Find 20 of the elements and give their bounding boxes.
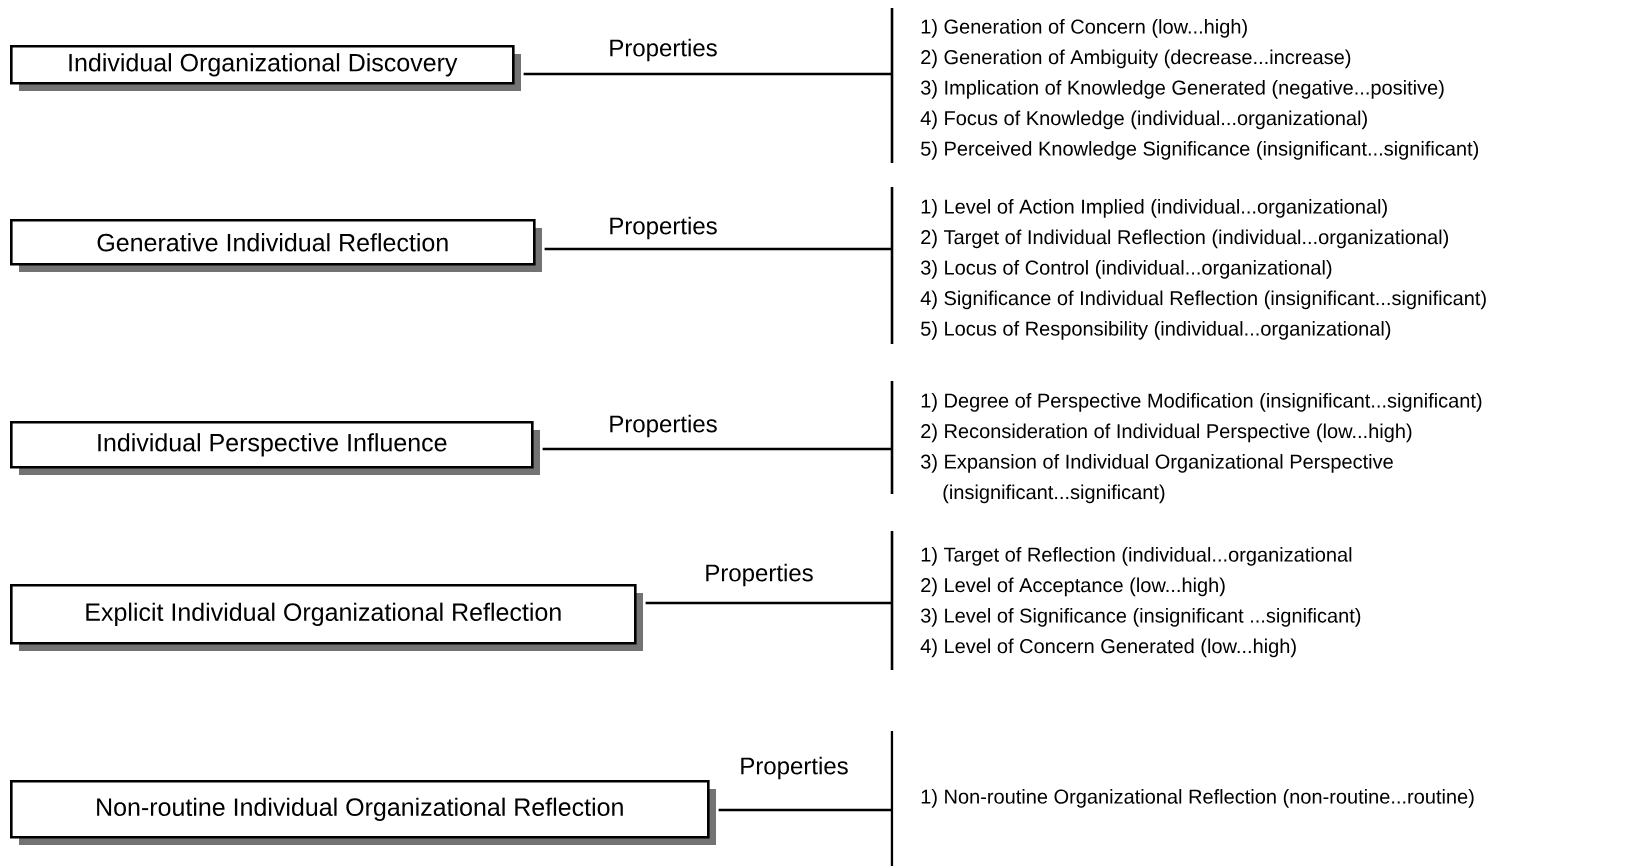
connector-line [542, 447, 892, 451]
edge-label: Properties [607, 37, 719, 63]
shadowed-box: Non-routine Individual Organizational Reflection [10, 780, 716, 845]
property-list: 1) Non-routine Organizational Reflection (non-routine...routine) [890, 731, 1474, 866]
connector-line [645, 601, 892, 605]
shadowed-box: Explicit Individual Organizational Reflection [10, 584, 643, 651]
connector-line [544, 247, 892, 251]
edge-label: Properties [703, 562, 815, 588]
property-list: 1) Degree of Perspective Modification (insignificant...significant) 2) Reconsideration of Individual Perspective (low...high) 3) Expansion of Individual Organizational Perspective (insignificant...significant) [890, 381, 1482, 504]
connector-line [718, 808, 892, 812]
shadowed-box: Generative Individual Reflection [10, 219, 542, 272]
connector-line [523, 72, 892, 76]
shadowed-box: Individual Organizational Discovery [10, 45, 521, 91]
edge-label: Properties [607, 413, 719, 439]
shadowed-box: Individual Perspective Influence [10, 421, 540, 475]
property-list: 1) Level of Action Implied (individual...organizational) 2) Target of Individual Reflection (individual...organizational) 3) Locus of Control (individual...organizational) 4) Significance of Individual Reflection (insignificant...significant) 5) Locus of Responsibility (individual...organizational) [890, 187, 1486, 344]
edge-label: Properties [607, 215, 719, 241]
property-list: 1) Generation of Concern (low...high) 2) Generation of Ambiguity (decrease...increase) 3) Implication of Knowledge Generated (negative...positive) 4) Focus of Knowledge (individual...organizational) 5) Perceived Knowledge Significance (insignificant...significant) [890, 8, 1479, 163]
property-list: 1) Target of Reflection (individual...organizational 2) Level of Acceptance (low...high) 3) Level of Significance (insignificant ...significant) 4) Level of Concern Generated (low...high) [890, 531, 1361, 670]
edge-label: Properties [738, 755, 850, 781]
